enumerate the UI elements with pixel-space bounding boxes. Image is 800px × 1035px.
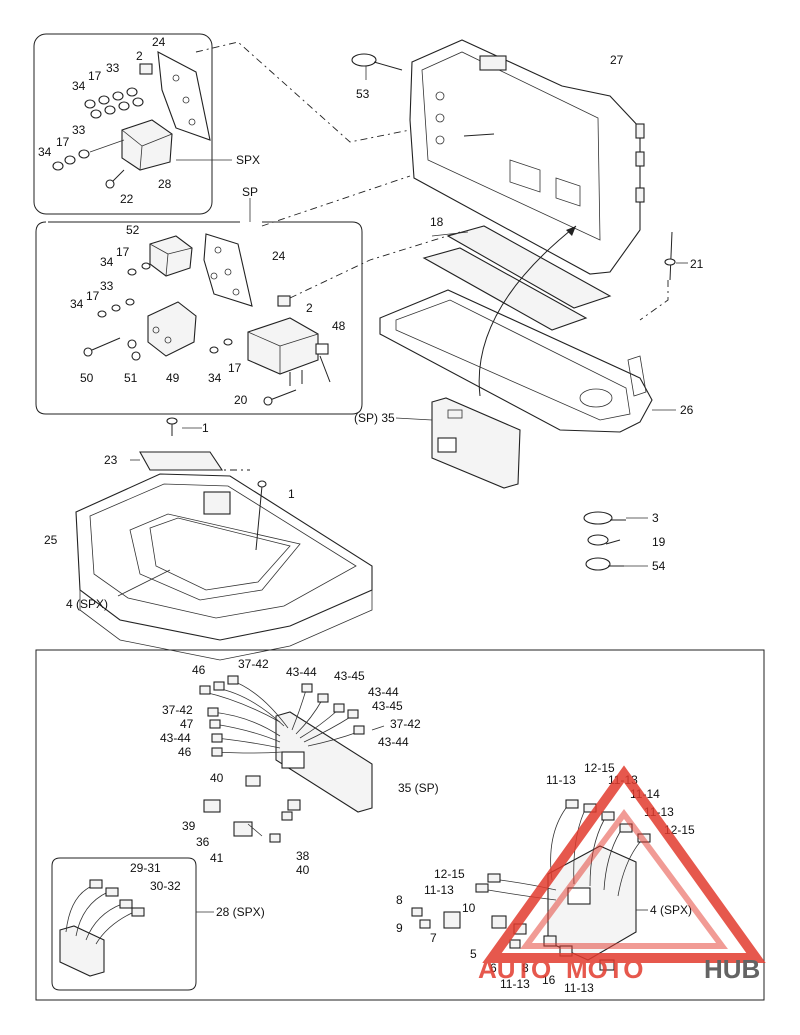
connector-fan [199,675,385,843]
label-1: 1 [288,487,295,501]
watermark-moto: MOTO [566,954,644,984]
sp-tag: SP [242,185,258,199]
cable-ties [583,511,648,571]
label-4-spx: 4 (SPX) [66,597,108,611]
sp-label-33: 33 [100,279,114,293]
relay-28-inset [51,857,214,991]
label-25: 25 [44,533,58,547]
sp-label-2: 2 [306,301,313,315]
wl-40b: 40 [296,863,310,877]
wl-43-44c: 43-44 [160,731,191,745]
wl-47: 47 [180,717,194,731]
sp-label-34c: 34 [208,371,222,385]
wl-43-44a: 43-44 [286,665,317,679]
wl-36: 36 [196,835,210,849]
sp-label-51: 51 [124,371,138,385]
wl-46a: 46 [192,663,206,677]
inset-28-spx: 28 (SPX) [216,905,265,919]
spx-label-33a: 33 [106,61,120,75]
sp-label-17c: 17 [228,361,242,375]
label-19: 19 [652,535,666,549]
rc-9: 9 [396,921,403,935]
rc-10: 10 [462,901,476,915]
sp-inset [35,198,363,415]
label-53: 53 [356,87,370,101]
label-3: 3 [652,511,659,525]
label-23: 23 [104,453,118,467]
inset-29-31: 29-31 [130,861,161,875]
spx-label-34b: 34 [38,145,52,159]
sp-label-24: 24 [272,249,286,263]
rc-12-15c: 12-15 [434,867,465,881]
spx-top-inset [33,33,232,215]
sp-label-34a: 34 [100,255,114,269]
label-21: 21 [690,257,704,271]
guide-line-b [261,175,411,227]
watermark-hub: HUB [704,954,760,984]
wl-39: 39 [182,819,196,833]
wl-43-45a: 43-45 [334,669,365,683]
label-18: 18 [430,215,444,229]
spx-label-17b: 17 [56,135,70,149]
spx-label-33b: 33 [72,123,86,137]
washer-stack-upper [84,87,144,119]
rc-11-13e: 11-13 [500,977,530,991]
wl-37-42a: 37-42 [238,657,269,671]
automotohub-watermark: AUTO MOTO HUB [478,765,766,984]
spx-label-24: 24 [152,35,166,49]
label-1-top: 1 [202,421,209,435]
lower-wiring-frame [35,649,765,1001]
rc-16: 16 [542,973,556,987]
rc-11-13f: 11-13 [564,981,594,995]
base-tray [75,417,373,661]
label-54: 54 [652,559,666,573]
rc-11-13a: 11-13 [546,773,576,787]
sp-label-52: 52 [126,223,140,237]
rc-8a: 8 [396,893,403,907]
rc-4-spx: 4 (SPX) [650,903,692,917]
sp-label-48: 48 [332,319,346,333]
wl-46b: 46 [178,745,192,759]
wl-37-42c: 37-42 [390,717,421,731]
sp-label-17a: 17 [116,245,130,259]
sp-label-50: 50 [80,371,94,385]
spx-label-17a: 17 [88,69,102,83]
label-26: 26 [680,403,694,417]
rc-5: 5 [470,947,477,961]
guide-line-a [195,41,421,143]
wl-35-sp: 35 (SP) [398,781,439,795]
sp-label-17b: 17 [86,289,100,303]
rc-12-15a: 12-15 [584,761,615,775]
spx-label-28: 28 [158,177,172,191]
label-27: 27 [610,53,624,67]
inset-30-32: 30-32 [150,879,181,893]
wl-38: 38 [296,849,310,863]
sp-label-34b: 34 [70,297,84,311]
wl-37-42b: 37-42 [162,703,193,717]
guide-line-c [289,231,461,299]
rc-6: 6 [490,961,497,975]
wl-43-44d: 43-44 [378,735,409,749]
wl-41: 41 [210,851,224,865]
spx-label-22: 22 [120,192,134,206]
label-pcb-35: (SP) 35 [354,411,395,425]
sp-label-20: 20 [234,393,248,407]
spx-label-34a: 34 [72,79,86,93]
wl-43-44b: 43-44 [368,685,399,699]
rc-7: 7 [430,931,437,945]
housing-assembly [351,39,688,433]
sp-label-49: 49 [166,371,180,385]
wl-40a: 40 [210,771,224,785]
wl-43-45b: 43-45 [372,699,403,713]
watermark-auto: AUTO [478,954,551,984]
spx-tag: SPX [236,153,260,167]
spx-label-2: 2 [136,49,143,63]
rc-8b: 8 [522,961,529,975]
rc-11-13d: 11-13 [424,883,454,897]
pcb-35 [395,397,521,489]
